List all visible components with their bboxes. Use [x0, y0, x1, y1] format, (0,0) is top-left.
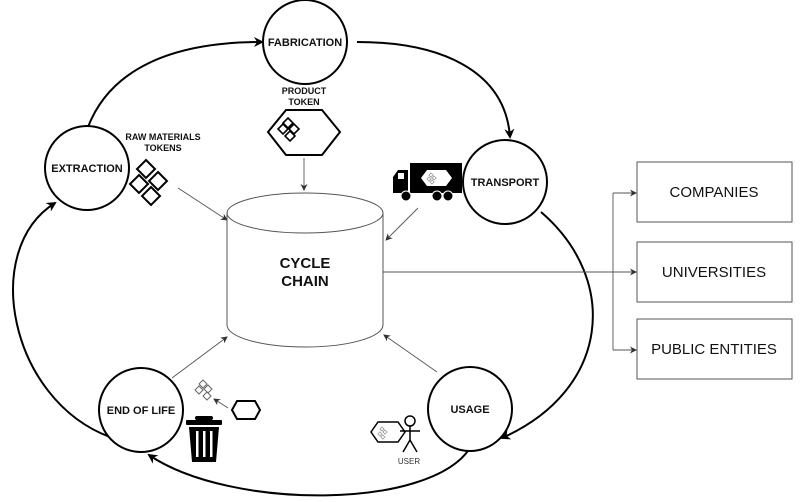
hexagon-token-icon	[266, 109, 342, 156]
stage-label-transport: TRANSPORT	[471, 177, 540, 189]
diamond-token-icon	[276, 116, 301, 143]
flow-arrow-fabrication-to-transport	[356, 41, 515, 139]
stakeholder-label-companies: COMPANIES	[670, 184, 759, 201]
stage-fabrication: FABRICATION	[262, 0, 348, 85]
stakeholder-universities: UNIVERSITIES	[636, 241, 793, 303]
cycle-chain-database: CYCLE CHAIN	[226, 192, 384, 348]
diamond-token-icon	[194, 379, 213, 401]
stage-label-end-of-life: END OF LIFE	[107, 405, 175, 417]
product-token-label-line2: TOKEN	[288, 97, 319, 107]
raw-materials-label-line2: TOKENS	[144, 143, 181, 153]
diamond-token-icon	[128, 158, 169, 207]
stage-usage: USAGE	[427, 366, 513, 452]
stakeholder-label-universities: UNIVERSITIES	[662, 264, 766, 281]
stage-extraction: EXTRACTION	[44, 125, 130, 211]
flow-arrow-transport-to-usage	[500, 211, 594, 440]
stage-end-of-life: END OF LIFE	[98, 367, 184, 453]
user-label: USER	[398, 457, 420, 466]
raw-materials-label-line1: RAW MATERIALS	[125, 132, 200, 142]
stage-label-fabrication: FABRICATION	[268, 37, 342, 49]
data-arrow-end-of-life	[171, 336, 228, 379]
flow-arrow-extraction-to-fabrication	[87, 37, 264, 128]
stakeholder-companies: COMPANIES	[636, 161, 793, 223]
flow-arrow-usage-to-end-of-life	[147, 447, 471, 497]
cycle-chain-label-line1: CYCLE	[280, 255, 331, 272]
data-arrow-raw-materials	[177, 187, 228, 221]
stage-label-usage: USAGE	[450, 404, 489, 416]
stage-transport: TRANSPORT	[462, 139, 548, 225]
stage-label-extraction: EXTRACTION	[51, 163, 123, 175]
truck-icon	[393, 163, 462, 202]
product-token-label-line1: PRODUCT	[282, 86, 327, 96]
trash-can-icon	[186, 416, 222, 462]
data-arrow-usage	[383, 334, 438, 373]
hexagon-token-icon	[370, 421, 406, 443]
data-arrow-token-breakdown	[213, 398, 229, 409]
stakeholder-label-public-entities: PUBLIC ENTITIES	[651, 341, 777, 358]
flow-arrow-end-of-life-to-extraction	[12, 201, 111, 438]
stakeholder-public-entities: PUBLIC ENTITIES	[636, 318, 793, 380]
cycle-chain-label-line2: CHAIN	[281, 273, 329, 290]
hexagon-token-icon	[230, 400, 262, 420]
stick-figure-user-icon	[400, 415, 420, 453]
data-arrow-transport	[385, 207, 419, 241]
